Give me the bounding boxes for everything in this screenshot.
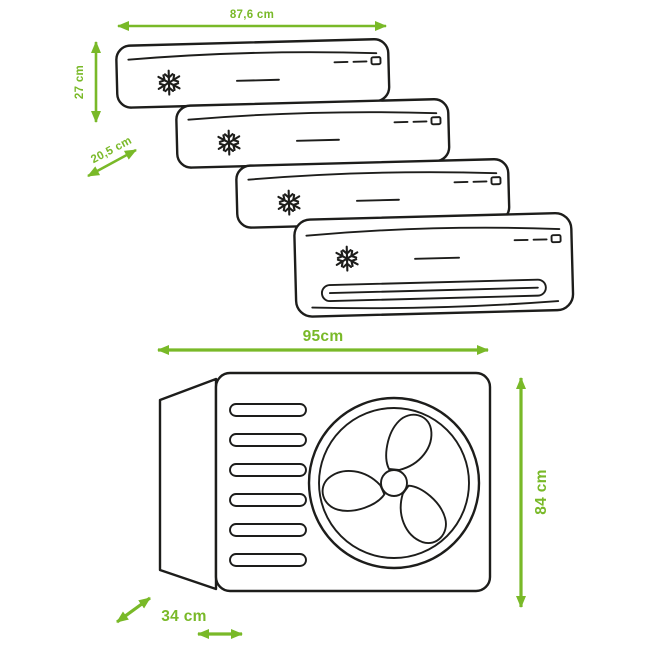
- louver: [229, 463, 307, 477]
- indoor-units-group: [116, 39, 575, 318]
- indoor-depth-arrow: [87, 148, 137, 178]
- outdoor-depth-arrow: [116, 596, 151, 624]
- outdoor-width-label: 95cm: [303, 328, 344, 345]
- indoor-unit-4: [293, 211, 575, 318]
- fan-icon: [307, 396, 481, 570]
- indoor-depth-label: 20,5 cm: [89, 135, 134, 166]
- louver: [229, 403, 307, 417]
- louver: [229, 493, 307, 507]
- louver: [229, 553, 307, 567]
- fan-blades: [321, 413, 447, 544]
- louver: [229, 433, 307, 447]
- indoor-height-label: 27 cm: [74, 65, 86, 99]
- indoor-width-label: 87,6 cm: [230, 9, 274, 21]
- indoor-unit-2: [176, 99, 450, 168]
- indoor-unit-1: [116, 39, 390, 108]
- outdoor-side-panel: [158, 377, 218, 591]
- louver: [229, 523, 307, 537]
- louvers: [229, 403, 307, 567]
- outdoor-dimensions: 95cm 84 cm 34 cm: [116, 328, 550, 639]
- outdoor-height-label: 84 cm: [533, 469, 550, 514]
- fan-hub: [380, 469, 408, 497]
- outdoor-unit: [158, 371, 492, 593]
- outdoor-depth-label: 34 cm: [161, 608, 206, 625]
- fan-grille-inner-ring: [318, 407, 470, 559]
